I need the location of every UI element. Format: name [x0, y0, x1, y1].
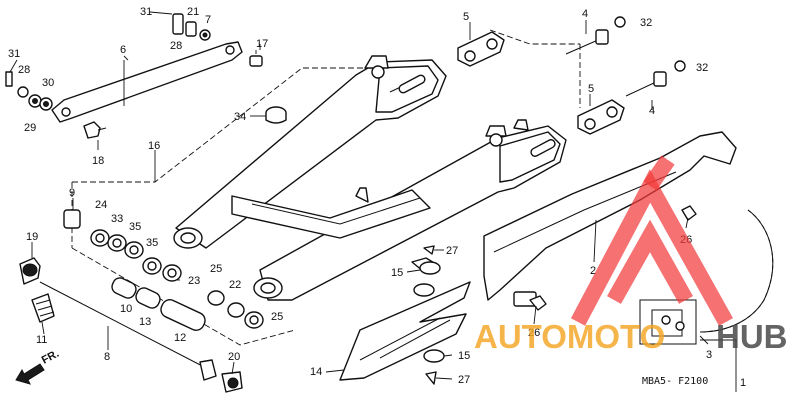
- part-label-12: 12: [174, 332, 186, 344]
- pivot-components: [19, 209, 264, 393]
- fr-marker: FR.: [40, 348, 61, 367]
- chain-guide: [339, 245, 471, 385]
- top-hardware: [5, 13, 287, 139]
- part-label-5: 5: [588, 83, 594, 95]
- part-label-31: 31: [8, 48, 20, 60]
- swingarm: [173, 55, 567, 301]
- part-label-22: 22: [229, 279, 241, 291]
- part-label-24: 24: [95, 199, 107, 211]
- part-label-15: 15: [458, 350, 470, 362]
- part-label-23: 23: [188, 275, 200, 287]
- watermark-brand-dark: HUB: [716, 318, 788, 355]
- part-label-33: 33: [111, 213, 123, 225]
- part-label-35: 35: [146, 237, 158, 249]
- part-label-21: 21: [187, 6, 199, 18]
- torque-link: [51, 41, 243, 123]
- front-direction-arrow: FR.: [15, 348, 61, 385]
- part-label-27: 27: [446, 245, 458, 257]
- part-label-4: 4: [649, 105, 655, 117]
- part-label-4: 4: [582, 8, 588, 20]
- part-label-28: 28: [18, 64, 30, 76]
- part-label-20: 20: [228, 351, 240, 363]
- part-label-28: 28: [170, 40, 182, 52]
- part-label-1: 1: [740, 377, 746, 389]
- chain-case: [483, 131, 737, 311]
- part-label-25: 25: [271, 311, 283, 323]
- part-label-26: 26: [528, 327, 540, 339]
- part-label-31: 31: [140, 6, 152, 18]
- part-label-34: 34: [234, 111, 246, 123]
- leader-lines: [9, 11, 709, 380]
- part-label-35: 35: [129, 221, 141, 233]
- part-label-7: 7: [205, 14, 211, 26]
- part-label-29: 29: [24, 122, 36, 134]
- part-label-9: 9: [69, 187, 75, 199]
- part-label-15: 15: [391, 267, 403, 279]
- part-number-labels: 31 21 7 28 6 17 31 28 30 29 18 5 4 32 32…: [8, 6, 746, 389]
- part-label-30: 30: [42, 77, 54, 89]
- part-label-32: 32: [696, 62, 708, 74]
- drawing-code: MBA5- F2100: [642, 376, 708, 387]
- part-label-25: 25: [210, 263, 222, 275]
- chain-adjusters: [457, 16, 686, 135]
- part-label-5: 5: [463, 11, 469, 23]
- part-label-11: 11: [36, 334, 47, 346]
- part-label-27: 27: [458, 374, 470, 386]
- part-label-10: 10: [120, 303, 132, 315]
- part-label-18: 18: [92, 155, 104, 167]
- part-label-16: 16: [148, 140, 160, 152]
- part-label-17: 17: [256, 38, 268, 50]
- part-label-8: 8: [104, 351, 110, 363]
- part-label-32: 32: [640, 17, 652, 29]
- automotohub-watermark-logo: AUTOMOTO HUB: [474, 155, 788, 355]
- drive-chain: [639, 209, 774, 392]
- part-label-14: 14: [310, 366, 322, 378]
- part-label-2: 2: [590, 265, 596, 277]
- part-label-13: 13: [139, 316, 151, 328]
- part-label-6: 6: [120, 44, 126, 56]
- watermark-brand-orange: AUTOMOTO: [474, 318, 665, 355]
- part-label-19: 19: [26, 231, 38, 243]
- part-label-3: 3: [706, 349, 712, 361]
